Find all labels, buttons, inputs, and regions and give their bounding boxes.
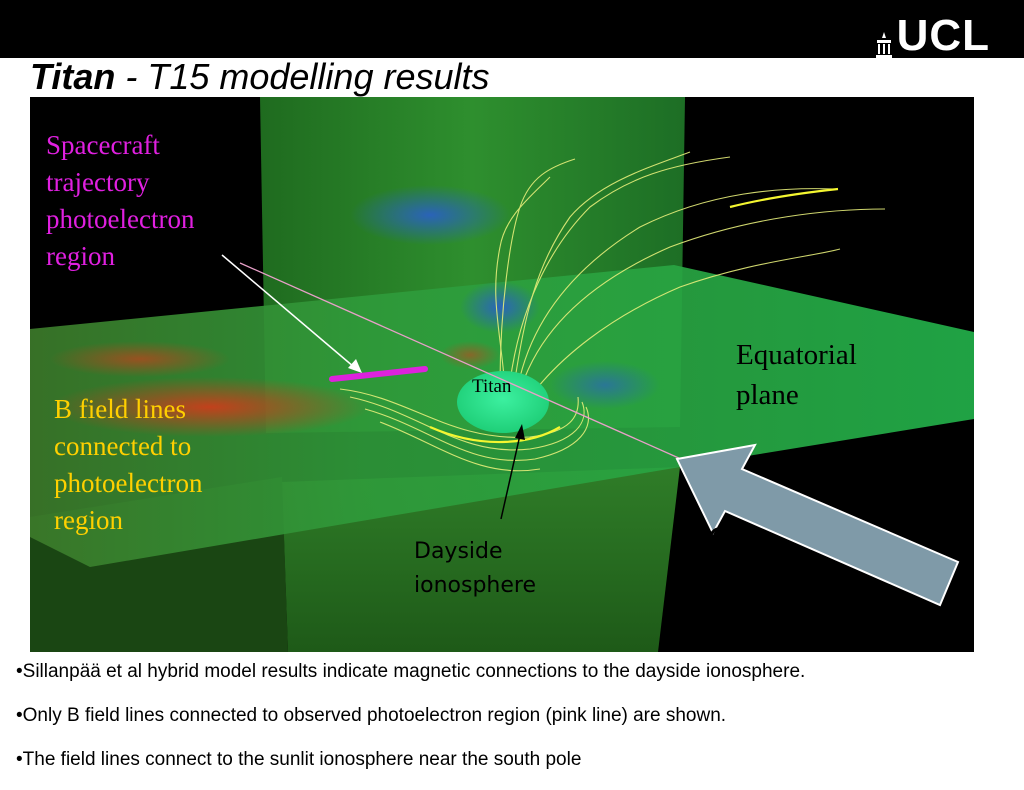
trajectory-segment	[329, 366, 428, 382]
simulation-render	[30, 97, 974, 652]
logo-text: UCL	[896, 11, 990, 60]
simulation-figure: Spacecraft trajectory photoelectron regi…	[30, 97, 974, 652]
equatorial-plane-label: Equatorial plane	[736, 339, 857, 411]
bfield-label: B field lines connected to photoelectron…	[54, 394, 203, 535]
title-subtitle: - T15 modelling results	[115, 56, 490, 97]
bullet-item: •The field lines connect to the sunlit i…	[16, 749, 582, 770]
corotation-arrow	[675, 443, 960, 607]
title-main: Titan	[30, 56, 116, 97]
pink-line	[239, 262, 691, 464]
dayside-pointer	[500, 434, 521, 520]
trajectory-pointer	[221, 254, 355, 368]
slide-title: Titan - T15 modelling results	[30, 55, 490, 99]
building-icon	[875, 32, 892, 58]
dayside-label: Dayside ionosphere	[414, 539, 536, 598]
titan-label: Titan	[472, 376, 512, 397]
trajectory-label: Spacecraft trajectory photoelectron regi…	[46, 130, 195, 271]
ucl-logo: UCL	[875, 14, 990, 58]
bullet-list: •Sillanpää et al hybrid model results in…	[16, 658, 1024, 790]
header-bar: UCL	[0, 0, 1024, 58]
bullet-item: •Sillanpää et al hybrid model results in…	[16, 661, 806, 682]
titan-sphere	[457, 371, 549, 433]
bullet-item: •Only B field lines connected to observe…	[16, 705, 727, 726]
